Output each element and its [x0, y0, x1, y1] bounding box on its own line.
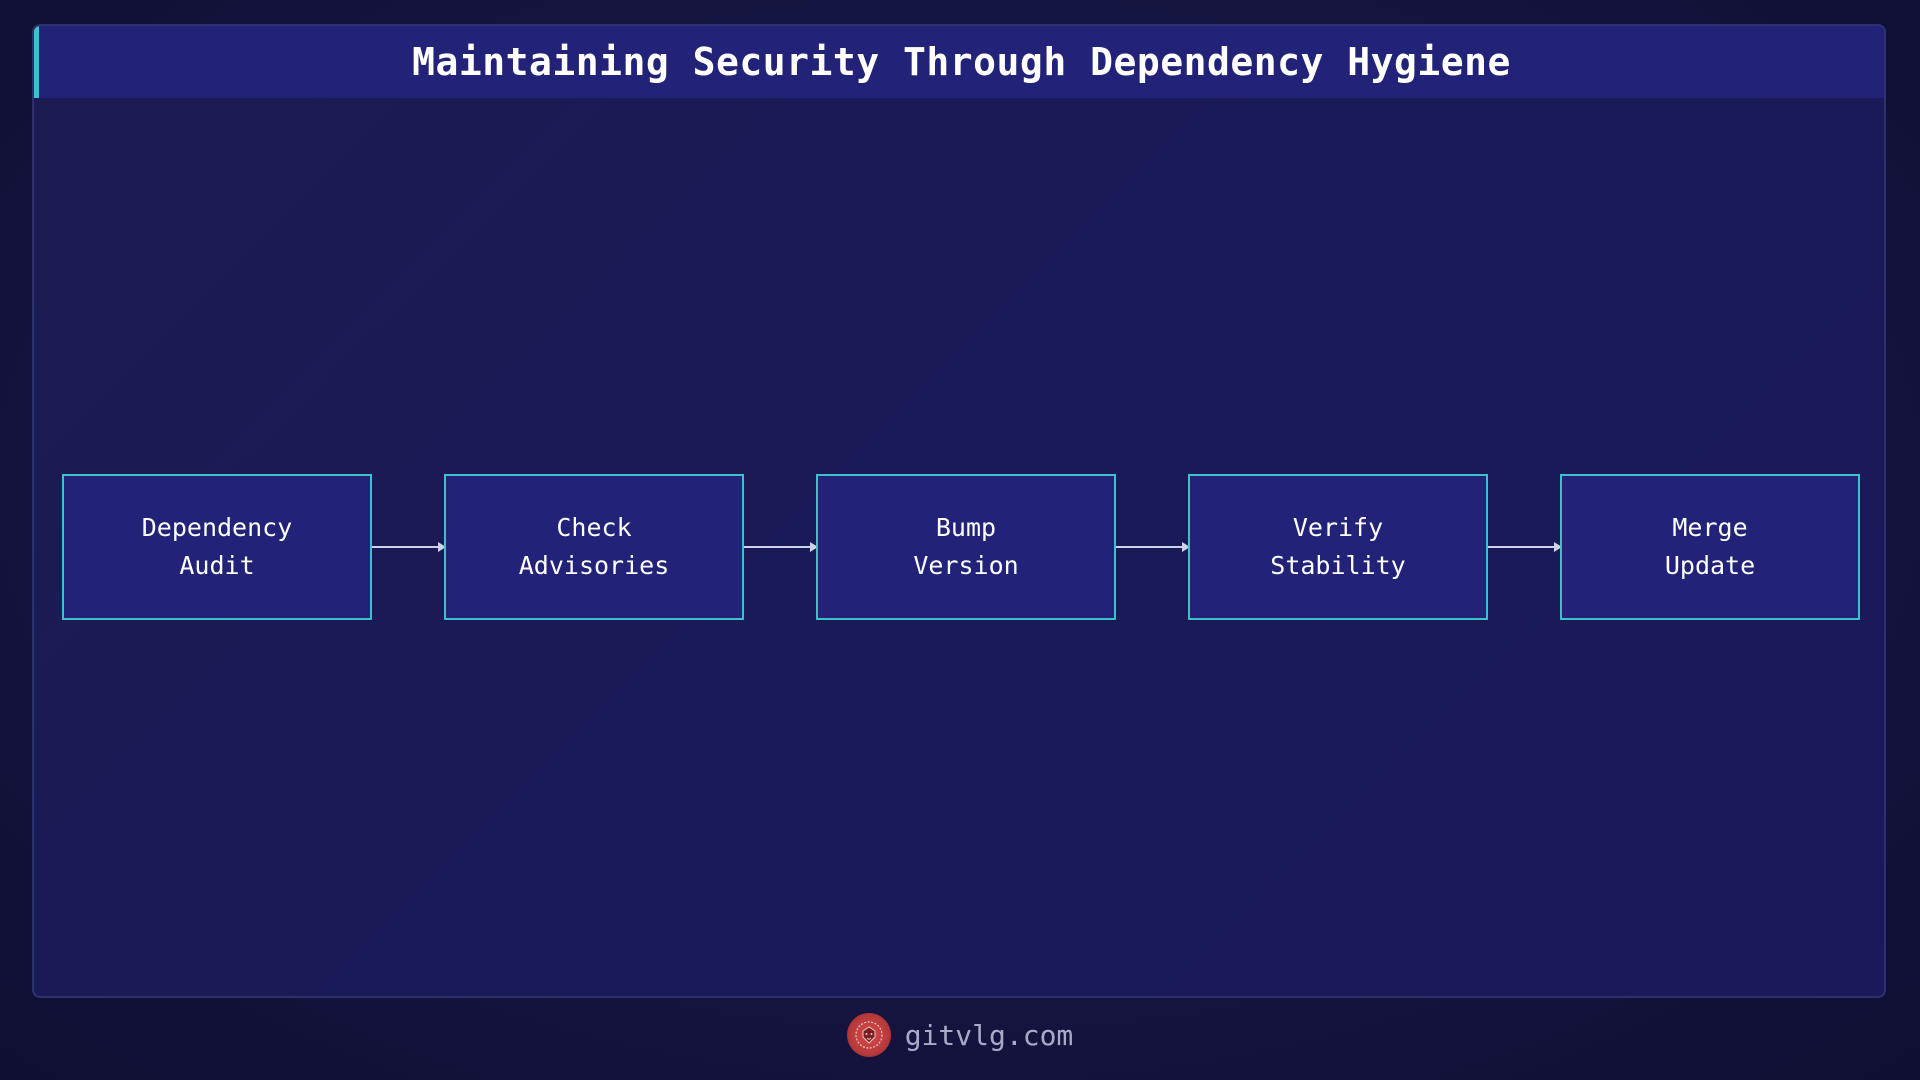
diagram-panel: Maintaining Security Through Dependency … [32, 24, 1886, 998]
process-flow: Dependency Audit Check Advisories Bump V… [34, 26, 1884, 996]
step-check-advisories: Check Advisories [444, 474, 744, 620]
step-label: Bump Version [913, 513, 1019, 580]
step-label: Merge Update [1664, 513, 1756, 580]
step-bump-version: Bump Version [816, 474, 1116, 620]
title-bar: Maintaining Security Through Dependency … [34, 26, 1884, 98]
step-label: Dependency Audit [141, 513, 293, 580]
step-dependency-audit: Dependency Audit [62, 474, 372, 620]
step-verify-stability: Verify Stability [1188, 474, 1488, 620]
flow-arrow [1116, 542, 1190, 552]
footer: gitvlg.com [0, 1005, 1920, 1065]
step-label: Verify Stability [1270, 513, 1406, 580]
flow-arrow [744, 542, 818, 552]
flow-arrow [372, 542, 446, 552]
lion-logo-icon-glyph [855, 1021, 883, 1049]
footer-site-text: gitvlg.com [904, 1018, 1074, 1052]
diagram-title: Maintaining Security Through Dependency … [412, 40, 1511, 84]
flow-arrow [1488, 542, 1562, 552]
step-merge-update: Merge Update [1560, 474, 1860, 620]
lion-logo-icon [846, 1013, 891, 1057]
step-label: Check Advisories [518, 513, 670, 580]
